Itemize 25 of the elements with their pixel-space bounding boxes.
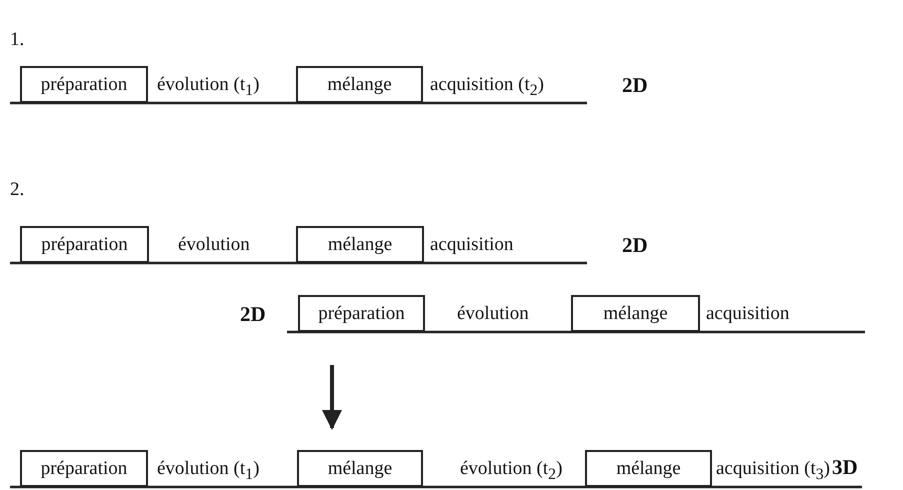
pulse-block: préparation [20, 66, 148, 103]
step-number: 1. [10, 29, 24, 51]
period-label: évolution [457, 303, 529, 325]
dimension-label: 2D [622, 74, 648, 96]
period-label: acquisition [706, 303, 790, 325]
period-label: évolution [178, 234, 250, 256]
pulse-block: préparation [298, 295, 425, 332]
period-label: acquisition [430, 234, 514, 256]
pulse-block: préparation [20, 450, 148, 487]
period-label: acquisition (t$_{3}$) [716, 458, 830, 485]
pulse-block: mélange [296, 226, 424, 263]
period-label: évolution (t$_{1}$) [157, 74, 260, 101]
pulse-block: mélange [585, 450, 712, 487]
pulse-block: mélange [571, 295, 700, 332]
dimension-label: 2D [622, 234, 648, 256]
dimension-label: 3D [832, 456, 858, 478]
period-label: évolution (t$_{1}$) [157, 458, 260, 485]
pulse-block: mélange [297, 450, 423, 487]
arrow [322, 365, 342, 430]
period-label: évolution (t$_{2}$) [460, 458, 562, 485]
dimension-label: 2D [240, 303, 266, 325]
step-number: 2. [10, 179, 24, 201]
pulse-block: préparation [20, 226, 149, 263]
pulse-block: mélange [296, 66, 423, 103]
period-label: acquisition (t$_{2}$) [430, 74, 544, 101]
